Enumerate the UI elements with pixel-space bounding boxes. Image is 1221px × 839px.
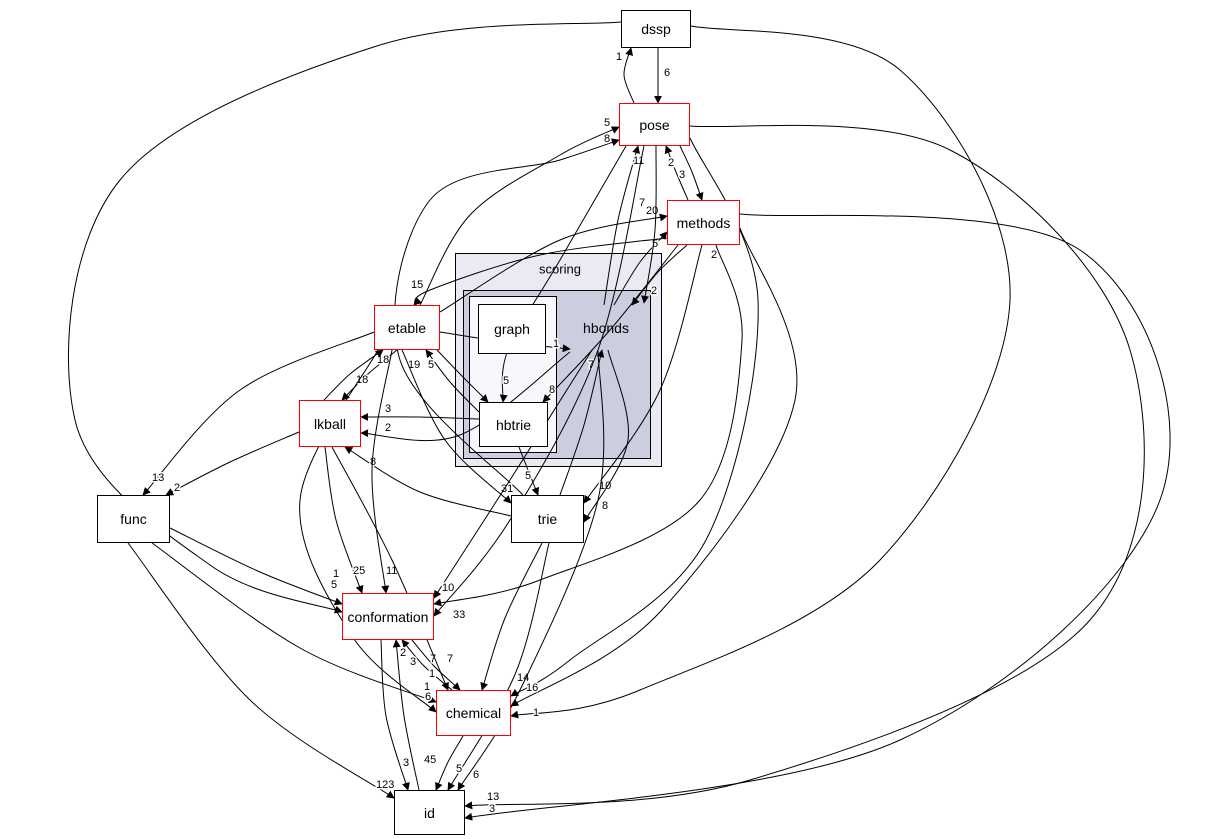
node-hbonds[interactable]: hbonds	[583, 319, 629, 336]
node-etable[interactable]: etable	[374, 305, 440, 350]
node-hbtrie[interactable]: hbtrie	[479, 402, 548, 447]
node-id[interactable]: id	[394, 790, 465, 835]
node-dssp[interactable]: dssp	[621, 10, 691, 48]
node-trie[interactable]: trie	[511, 495, 584, 543]
node-func[interactable]: func	[97, 495, 170, 543]
node-pose[interactable]: pose	[619, 103, 690, 146]
node-graph[interactable]: graph	[478, 304, 546, 354]
node-chemical[interactable]: chemical	[436, 690, 511, 736]
node-lkball[interactable]: lkball	[299, 400, 361, 447]
node-methods[interactable]: methods	[667, 200, 740, 245]
node-conformation[interactable]: conformation	[342, 593, 434, 640]
